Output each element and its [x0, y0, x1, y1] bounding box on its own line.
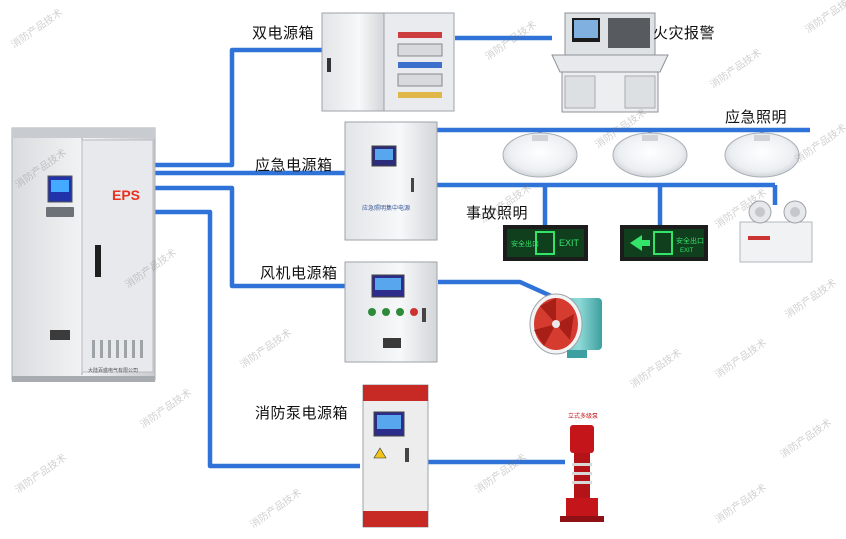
fan-blades-icon [534, 298, 574, 346]
fan-power-box-label: 风机电源箱 [260, 264, 338, 282]
emergency-lamp-2 [612, 132, 688, 178]
fire-pump-power-box [362, 384, 429, 528]
eps-cabinet: EPS 大陆百盛电气有限公司 [11, 127, 156, 382]
indicator-light [396, 308, 404, 316]
twin-head-emergency-light [739, 200, 813, 263]
exit-sign-1: 安全出口 EXIT [503, 225, 588, 261]
exit-runner-icon [653, 231, 673, 255]
left-arrow-icon [630, 235, 650, 251]
warning-triangle-icon [373, 447, 387, 459]
emergency-lamp-3 [724, 132, 800, 178]
axial-fan [529, 293, 602, 358]
indicator-light [382, 308, 390, 316]
exit-runner-icon [535, 231, 555, 255]
cable-dual-power [154, 47, 322, 168]
exit-sign-2: 安全出口 EXIT [620, 225, 708, 261]
fire-alarm-label: 火灾报警 [653, 24, 716, 42]
eps-brand-text: EPS [112, 187, 140, 203]
emergency-power-box-label: 应急电源箱 [255, 156, 333, 174]
cable-network [154, 35, 810, 469]
exit-sign-2-exit: EXIT [680, 248, 694, 254]
fire-alarm-console [551, 12, 669, 113]
dual-power-box-label: 双电源箱 [252, 24, 315, 42]
cable-fan-power [154, 185, 345, 289]
dual-power-box [321, 12, 455, 112]
eps-switch [50, 330, 70, 340]
exit-sign-1-text: 安全出口 [511, 239, 539, 248]
eps-door-handle [95, 245, 101, 277]
cable-fire-pump [154, 209, 360, 469]
emergency-lamp-1 [502, 132, 578, 178]
pump-label: 立式多级泵 [568, 412, 598, 420]
emergency-box-label: 应急照明集中电源 [362, 204, 410, 212]
exit-sign-2-text: 安全出口 [676, 236, 704, 245]
emergency-lighting-label: 应急照明 [725, 108, 788, 126]
exit-sign-1-exit: EXIT [559, 238, 580, 248]
accident-lighting-label: 事故照明 [466, 204, 529, 222]
indicator-light [368, 308, 376, 316]
indicator-light [410, 308, 418, 316]
vertical-multistage-pump: 立式多级泵 [560, 412, 604, 522]
eps-nameplate: 大陆百盛电气有限公司 [88, 367, 138, 374]
fan-power-box [344, 261, 438, 363]
fire-pump-power-box-label: 消防泵电源箱 [255, 404, 349, 422]
breaker-array [397, 32, 443, 98]
emergency-power-box: 应急照明集中电源 [344, 121, 438, 241]
cable-fan [438, 279, 561, 303]
